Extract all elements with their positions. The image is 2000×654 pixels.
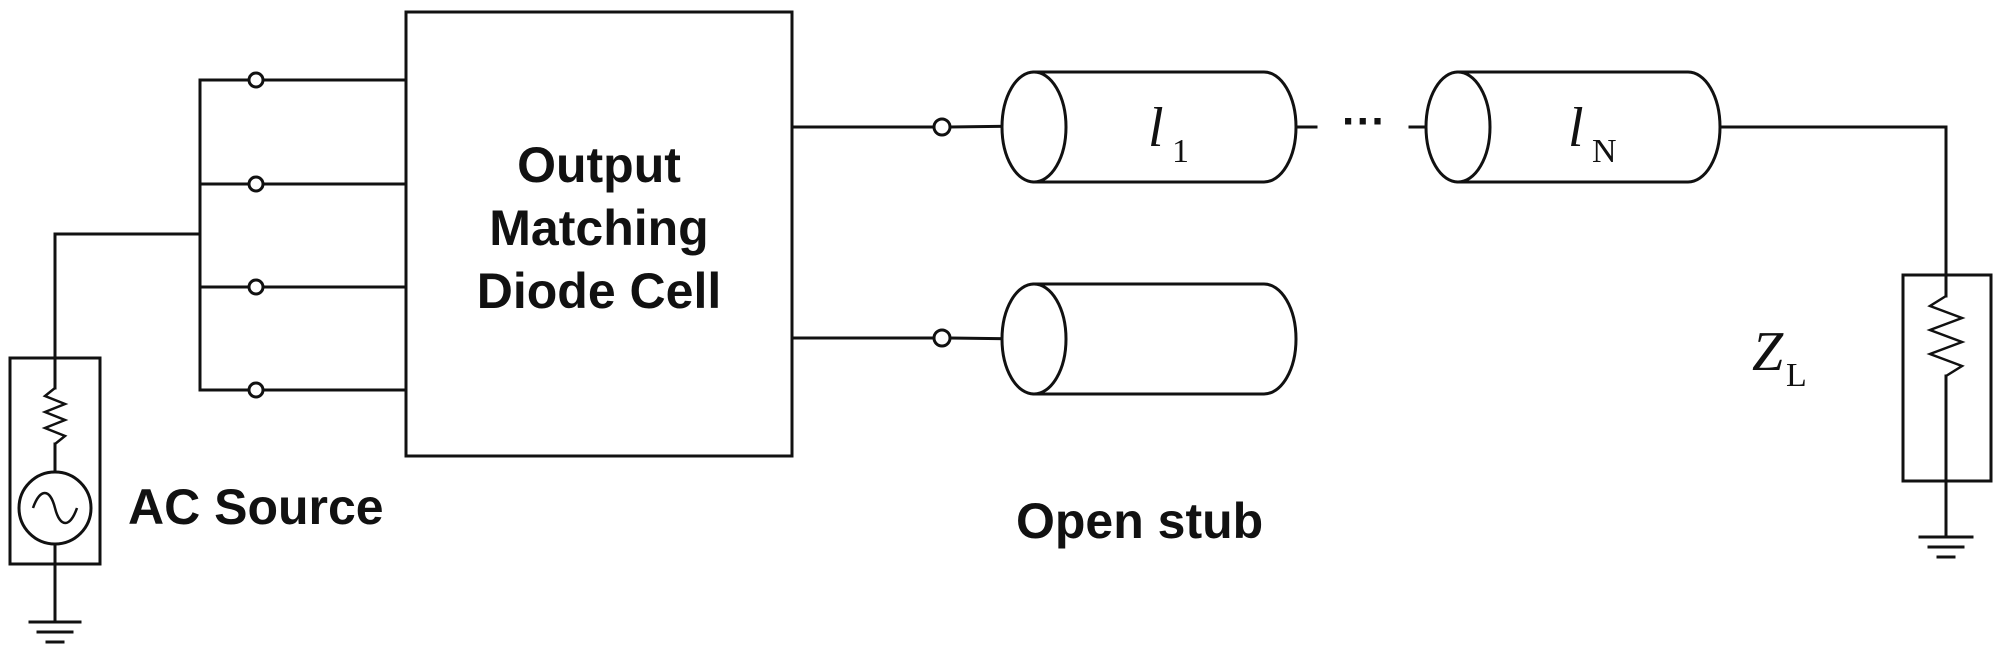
transmission-line-1: l 1 <box>1000 70 1298 184</box>
input-bus <box>198 71 406 399</box>
ellipsis: ··· <box>1342 97 1386 146</box>
load-subscript: L <box>1786 357 1807 394</box>
ac-source-branch: AC Source <box>8 232 384 644</box>
open-stub-label: Open stub <box>1016 493 1263 549</box>
tlN-subscript: N <box>1592 133 1617 170</box>
open-stub <box>1000 282 1298 396</box>
tl1-subscript: 1 <box>1172 133 1189 170</box>
ground-icon <box>1918 535 1974 559</box>
source-resistor <box>41 387 69 445</box>
input-port-terminal <box>247 381 265 399</box>
open-stub-branch: Open stub <box>792 282 1298 549</box>
load-symbol: Z <box>1752 321 1784 383</box>
source-feed-wire <box>53 232 202 360</box>
input-port-terminal <box>247 175 265 193</box>
transmission-line-N: l N <box>1424 70 1722 184</box>
transmission-line-chain: l 1 ··· l N <box>792 70 1948 277</box>
input-port-terminal <box>247 71 265 89</box>
output-port-terminal <box>932 328 952 348</box>
sine-wave-icon <box>31 491 79 525</box>
ac-source-label: AC Source <box>128 479 384 535</box>
diode-cell-label-line3: Diode Cell <box>477 263 721 319</box>
output-matching-diode-cell: Output Matching Diode Cell <box>404 10 794 458</box>
load-branch: Z L <box>1752 273 1993 559</box>
load-resistor <box>1926 294 1966 378</box>
diode-cell-label-line1: Output <box>517 137 681 193</box>
load-feed-wire <box>1718 125 1948 277</box>
tlN-symbol: l <box>1568 97 1584 159</box>
diode-cell-label-line2: Matching <box>489 200 708 256</box>
input-port-terminal <box>247 278 265 296</box>
diode-cell-box <box>404 10 794 458</box>
ground-icon <box>28 620 82 644</box>
output-port-terminal <box>932 117 952 137</box>
tl1-symbol: l <box>1148 97 1164 159</box>
